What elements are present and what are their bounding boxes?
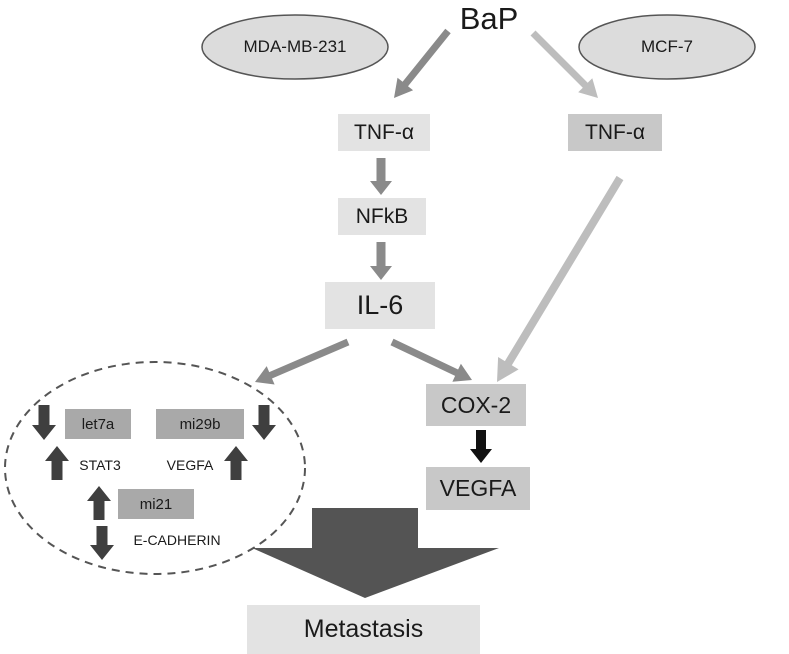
- mi21-box: mi21: [118, 489, 194, 519]
- arrow-tnf-to-nfkb: [370, 158, 392, 195]
- tnf-alpha-right-node: TNF-α: [568, 114, 662, 151]
- tnf-alpha-left-node: TNF-α: [338, 114, 430, 151]
- mi29b-box: mi29b: [156, 409, 244, 439]
- nfkb-node: NFkB: [338, 198, 426, 235]
- il6-node: IL-6: [325, 282, 435, 329]
- let7a-down-arrow: [32, 405, 56, 440]
- e-cadherin-label: E-CADHERIN: [133, 532, 221, 548]
- arrow-bap-to-tnf-right: [530, 30, 598, 98]
- stat3-up-arrow: [45, 446, 69, 480]
- arrow-nfkb-to-il6: [370, 242, 392, 280]
- mda-ellipse: [201, 14, 389, 80]
- mirna-cluster-ellipse: [4, 361, 306, 575]
- arrow-bap-to-tnf-left: [394, 28, 451, 98]
- metastasis-node: Metastasis: [247, 605, 480, 654]
- mda-mb-231-label: MDA-MB-231: [243, 37, 347, 56]
- stat3-label: STAT3: [79, 457, 121, 473]
- mcf-7-label: MCF-7: [641, 37, 693, 56]
- vegfa-up-arrow: [224, 446, 248, 480]
- arrow-tnf-right-to-cox2: [497, 175, 624, 382]
- vegfa-right-node: VEGFA: [426, 467, 530, 510]
- e-cadherin-down-arrow: [90, 526, 114, 560]
- mcf-ellipse: [578, 14, 756, 80]
- mi29b-down-arrow: [252, 405, 276, 440]
- cox2-node: COX-2: [426, 384, 526, 426]
- arrow-il6-to-cox2: [390, 338, 472, 382]
- arrow-cox2-to-vegfa: [470, 430, 492, 463]
- big-arrow-to-metastasis: [252, 508, 499, 598]
- arrow-il6-to-cluster: [255, 338, 350, 385]
- mi21-up-arrow: [87, 486, 111, 520]
- bap-node: BaP: [459, 1, 519, 36]
- vegfa-cluster-label: VEGFA: [166, 457, 214, 473]
- let7a-box: let7a: [65, 409, 131, 439]
